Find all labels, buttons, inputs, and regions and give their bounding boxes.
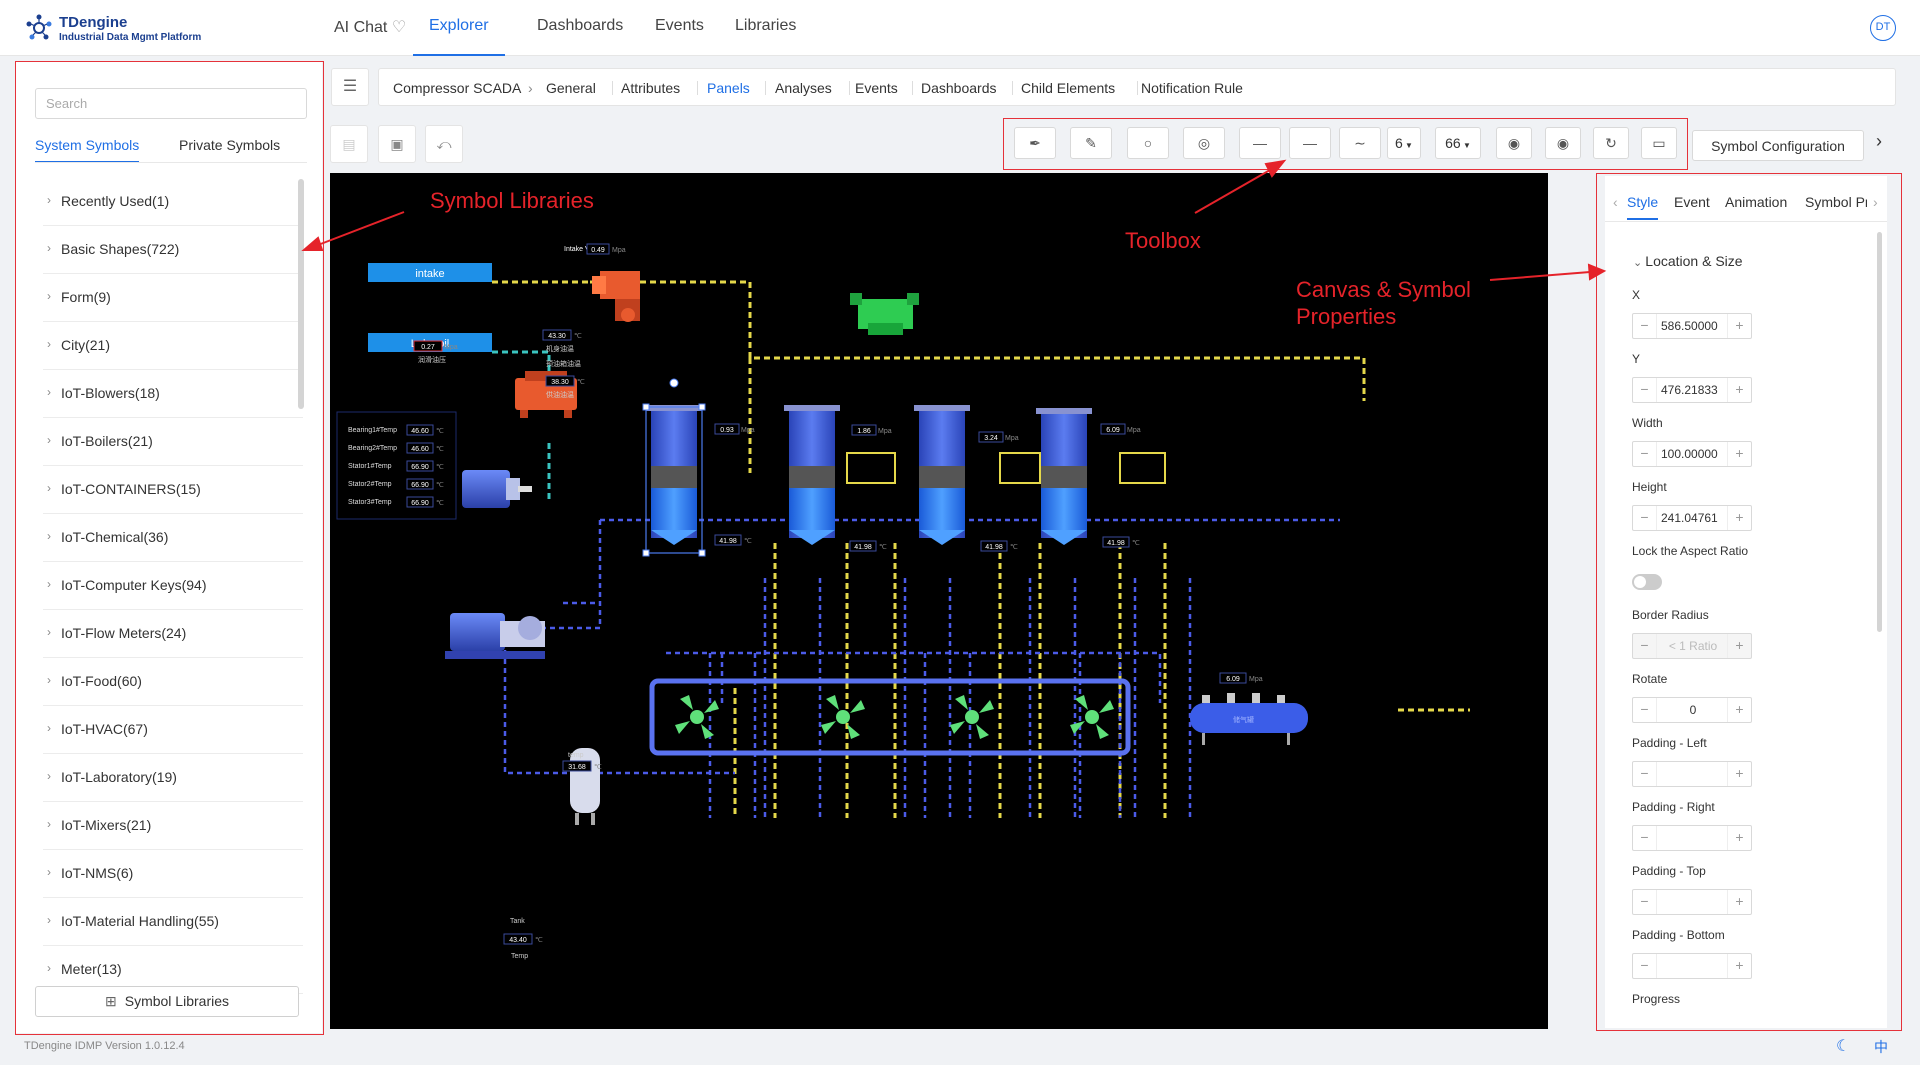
dark-mode-icon[interactable]: ☾ [1836,1036,1850,1056]
language-switch[interactable]: 中 [1874,1037,1888,1057]
footer-version: TDengine IDMP Version 1.0.12.4 [24,1040,185,1052]
